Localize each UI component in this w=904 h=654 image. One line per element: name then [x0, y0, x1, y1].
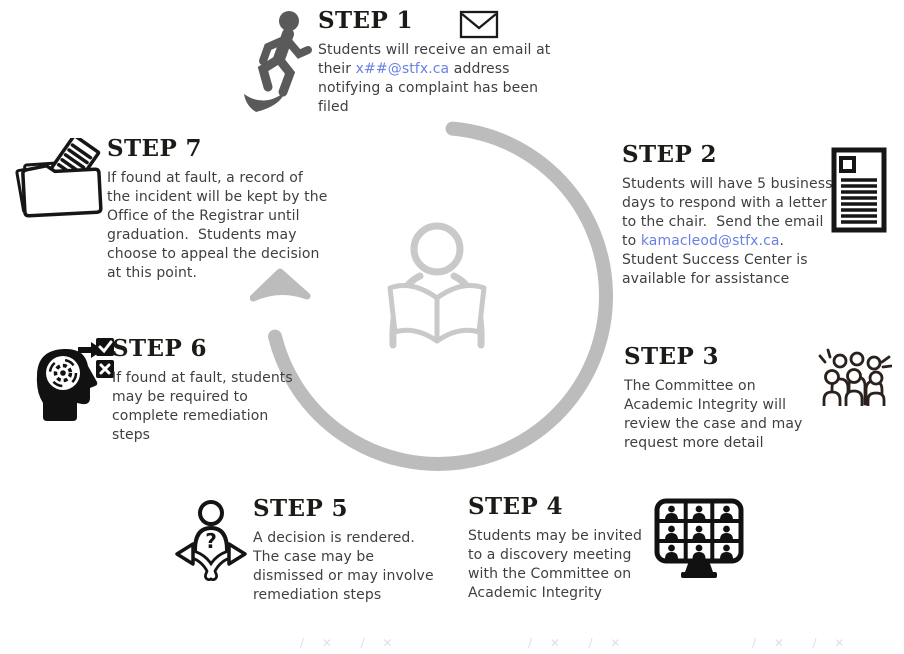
svg-text:?: ?	[205, 529, 217, 553]
step-7-title: STEP 7	[107, 135, 202, 162]
text-segment: Students will receive an email at their	[318, 42, 555, 78]
step-2-title: STEP 2	[622, 141, 717, 168]
step-3-text: The Committee on Academic Integrity will…	[624, 377, 804, 453]
decision-person-icon: ?	[175, 500, 247, 581]
folder-documents-icon	[15, 138, 103, 218]
brain-checklist-icon	[36, 338, 114, 421]
text-segment: Students will have 5 business days to re…	[622, 176, 833, 250]
circular-arrow-icon	[250, 121, 613, 471]
reading-person-icon	[387, 222, 487, 349]
step-6-text: If found at fault, students may be requi…	[112, 369, 302, 445]
student-email-link[interactable]: x##@stfx.ca	[355, 61, 450, 78]
letter-document-icon	[831, 147, 887, 233]
background-pattern-marks: / ✕ / ✕	[300, 636, 400, 650]
text-segment: Students may be invited to a discovery m…	[468, 528, 647, 602]
step-4-text: Students may be invited to a discovery m…	[468, 527, 658, 603]
envelope-icon	[459, 10, 499, 39]
text-segment: If found at fault, a record of the incid…	[107, 170, 333, 282]
video-meeting-icon	[654, 498, 744, 578]
step-1-text: Students will receive an email at their …	[318, 41, 570, 117]
text-segment: If found at fault, students may be requi…	[112, 370, 298, 444]
committee-people-icon	[818, 348, 892, 406]
step-6-title: STEP 6	[112, 335, 207, 362]
step-7-text: If found at fault, a record of the incid…	[107, 169, 329, 283]
step-5-title: STEP 5	[253, 495, 348, 522]
step-3-title: STEP 3	[624, 343, 719, 370]
background-pattern-marks: / ✕ / ✕	[752, 636, 852, 650]
step-4-title: STEP 4	[468, 493, 563, 520]
text-segment: The Committee on Academic Integrity will…	[624, 378, 807, 452]
step-2-text: Students will have 5 business days to re…	[622, 175, 840, 289]
background-pattern-marks: / ✕ / ✕	[528, 636, 628, 650]
running-person-icon	[244, 11, 312, 112]
step-1-title: STEP 1	[318, 7, 413, 34]
step-5-text: A decision is rendered. The case may be …	[253, 529, 443, 605]
text-segment: . Student Success Center is available fo…	[622, 233, 813, 288]
text-segment: address notifying a complaint has been f…	[318, 61, 543, 116]
chair-email-link[interactable]: kamacleod@stfx.ca	[640, 233, 780, 250]
process-cycle-graphic	[250, 121, 613, 471]
text-segment: A decision is rendered. The case may be …	[253, 530, 439, 604]
